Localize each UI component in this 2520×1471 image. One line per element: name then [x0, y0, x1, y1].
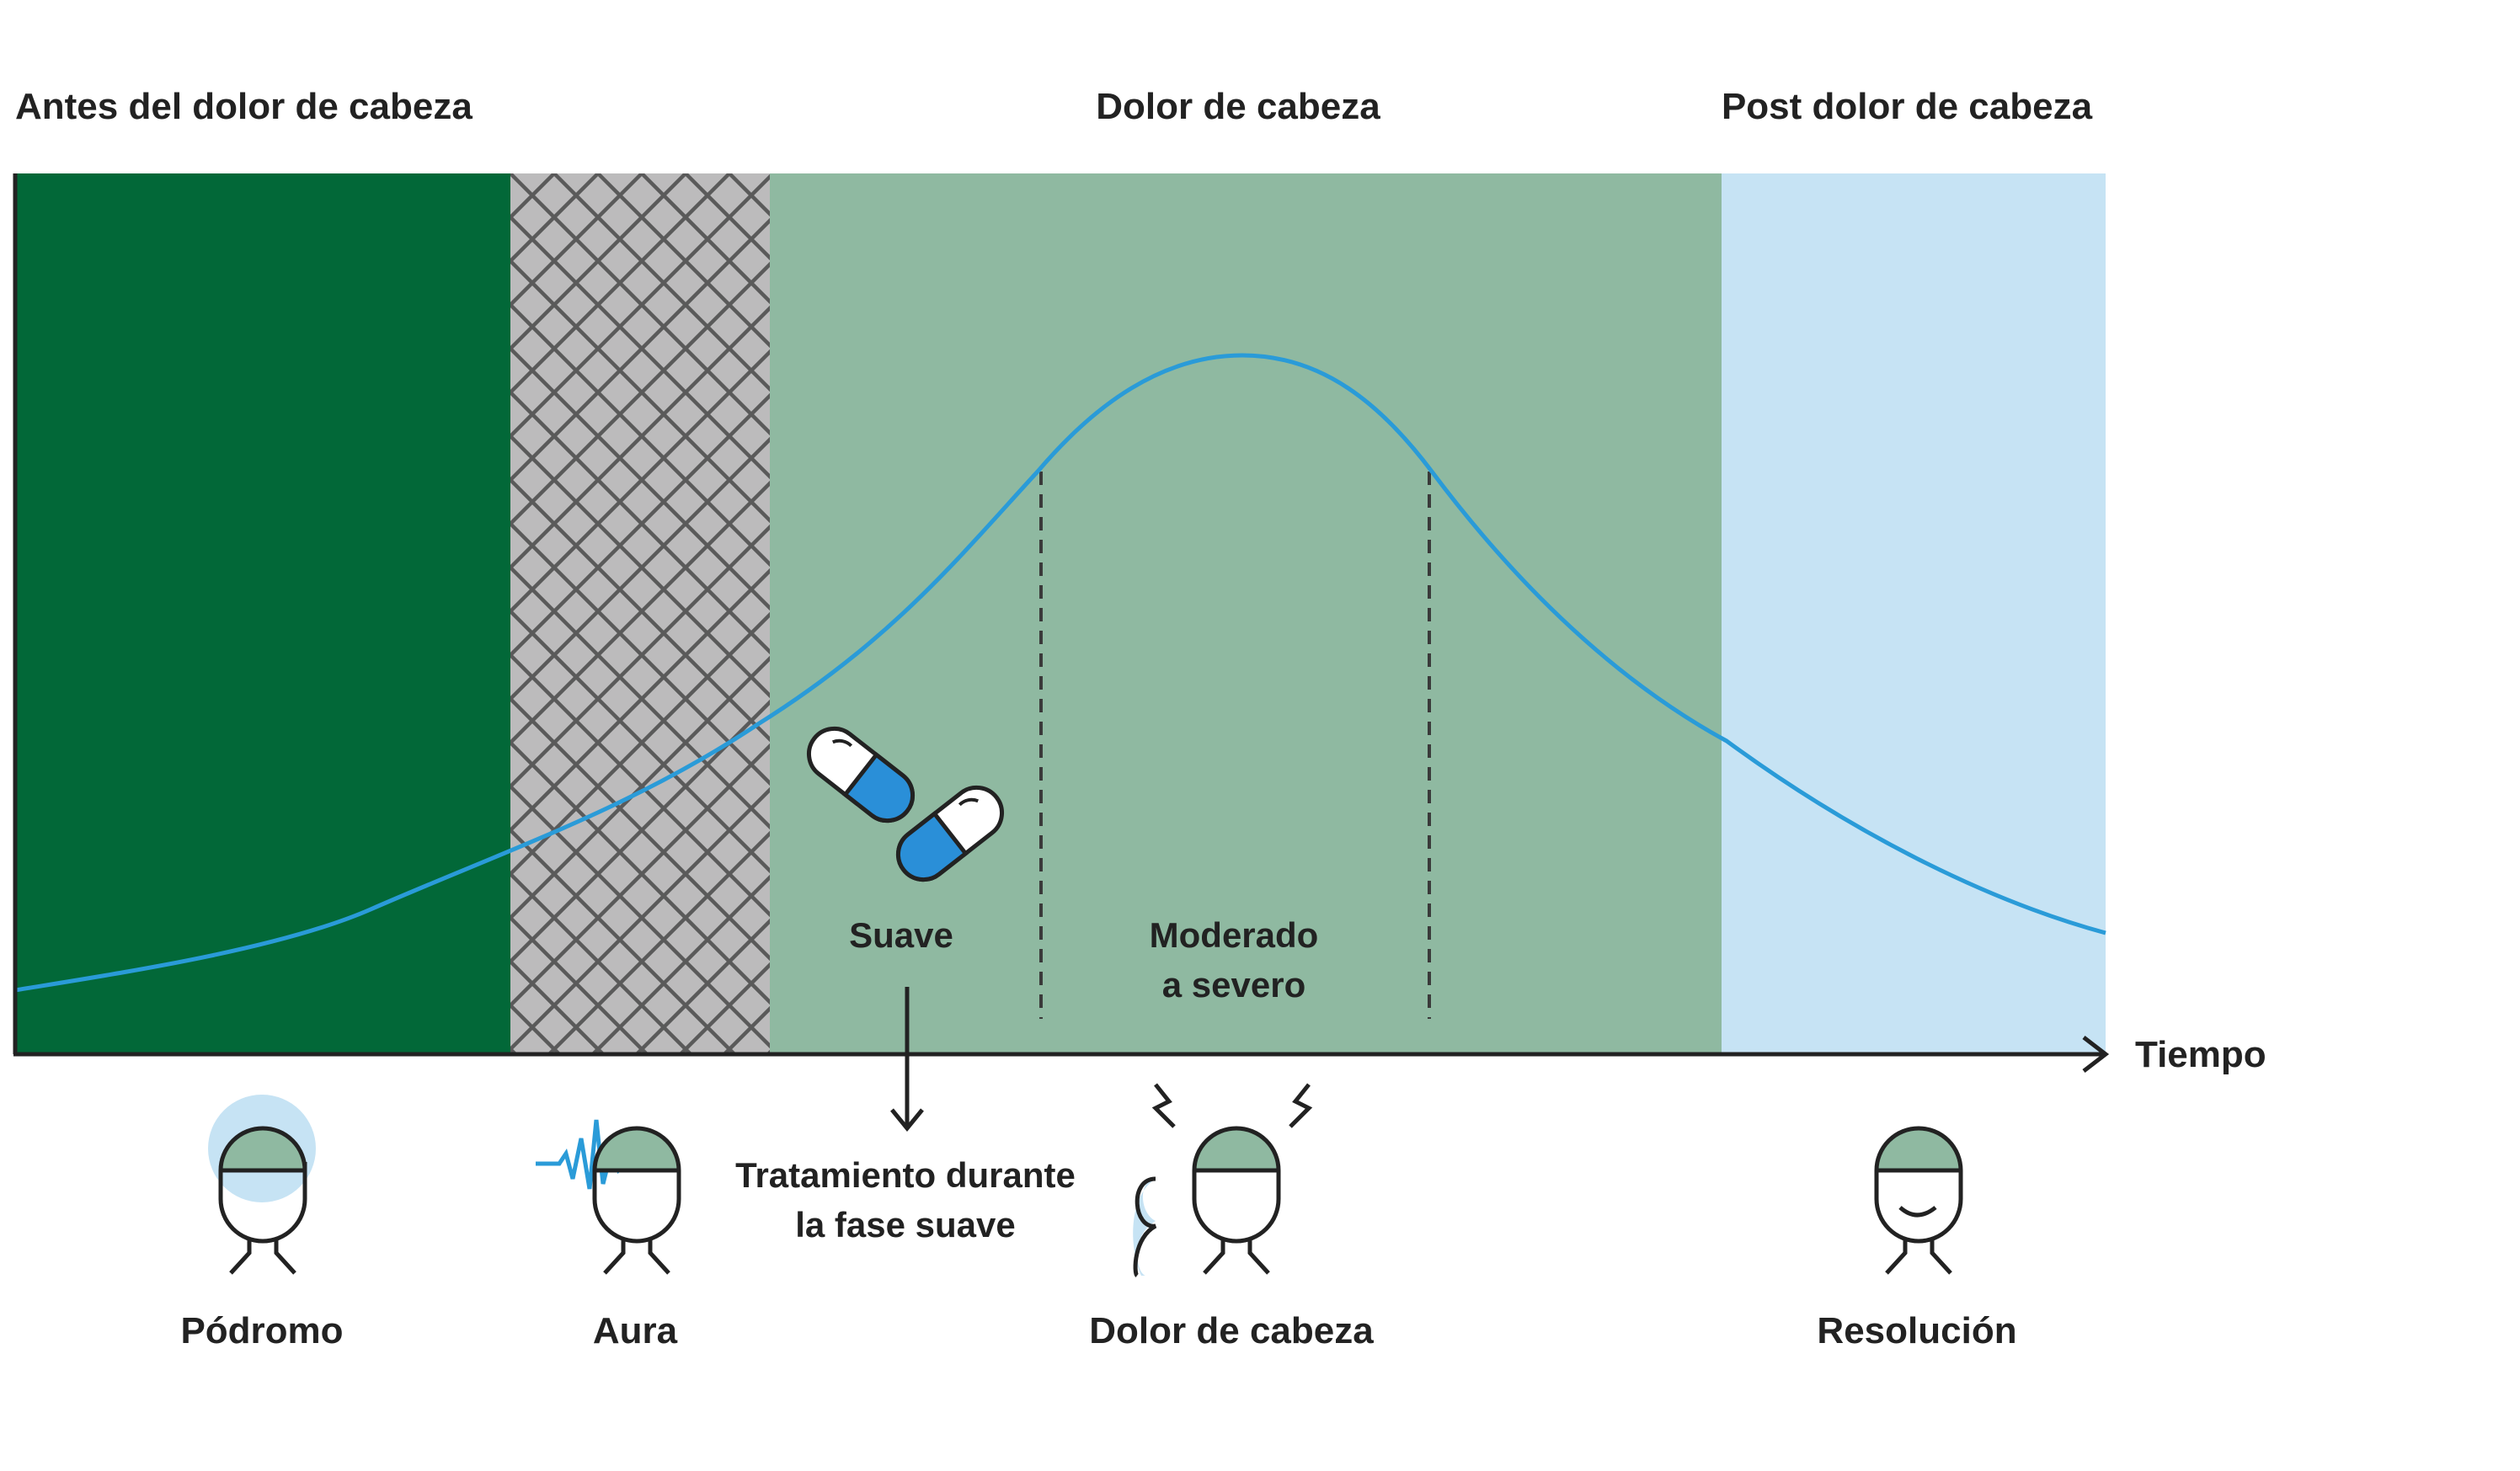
phase-label-headache: Dolor de cabeza [1089, 1310, 1374, 1351]
moderate-label-line1: Moderado [1150, 915, 1319, 955]
phase-label-prodrome: Pódromo [180, 1310, 343, 1351]
head-pain-icon [1133, 1083, 1313, 1277]
pill-icon [806, 726, 916, 823]
moderate-label-line2: a severo [1162, 965, 1305, 1005]
pill-icon [895, 785, 1005, 882]
x-axis-arrowhead [2082, 1036, 2110, 1073]
head-glow-icon [208, 1095, 316, 1275]
x-axis-label: Tiempo [2135, 1034, 2266, 1075]
phase-label-aura: Aura [593, 1310, 678, 1351]
treatment-label-line1: Tratamiento durante [735, 1155, 1076, 1195]
headache-band [770, 173, 1722, 1053]
post-headache-band [1722, 173, 2106, 1053]
lightning-icon [1151, 1083, 1176, 1128]
intensity-curve [14, 353, 2106, 993]
lightning-icon [1289, 1083, 1313, 1128]
treatment-label-line2: la fase suave [795, 1205, 1016, 1244]
header-after-label: Post dolor de cabeza [1722, 86, 2093, 127]
head-aura-icon [536, 1119, 681, 1275]
aura-band [510, 173, 770, 1053]
header-before-label: Antes del dolor de cabeza [15, 86, 472, 127]
treatment-arrowhead [890, 1108, 924, 1132]
header-during-label: Dolor de cabeza [1096, 86, 1380, 127]
phase-label-resolution: Resolución [1817, 1310, 2016, 1351]
mild-label: Suave [849, 915, 953, 955]
prodrome-band [15, 173, 510, 1053]
head-smile-icon [1874, 1126, 1963, 1275]
